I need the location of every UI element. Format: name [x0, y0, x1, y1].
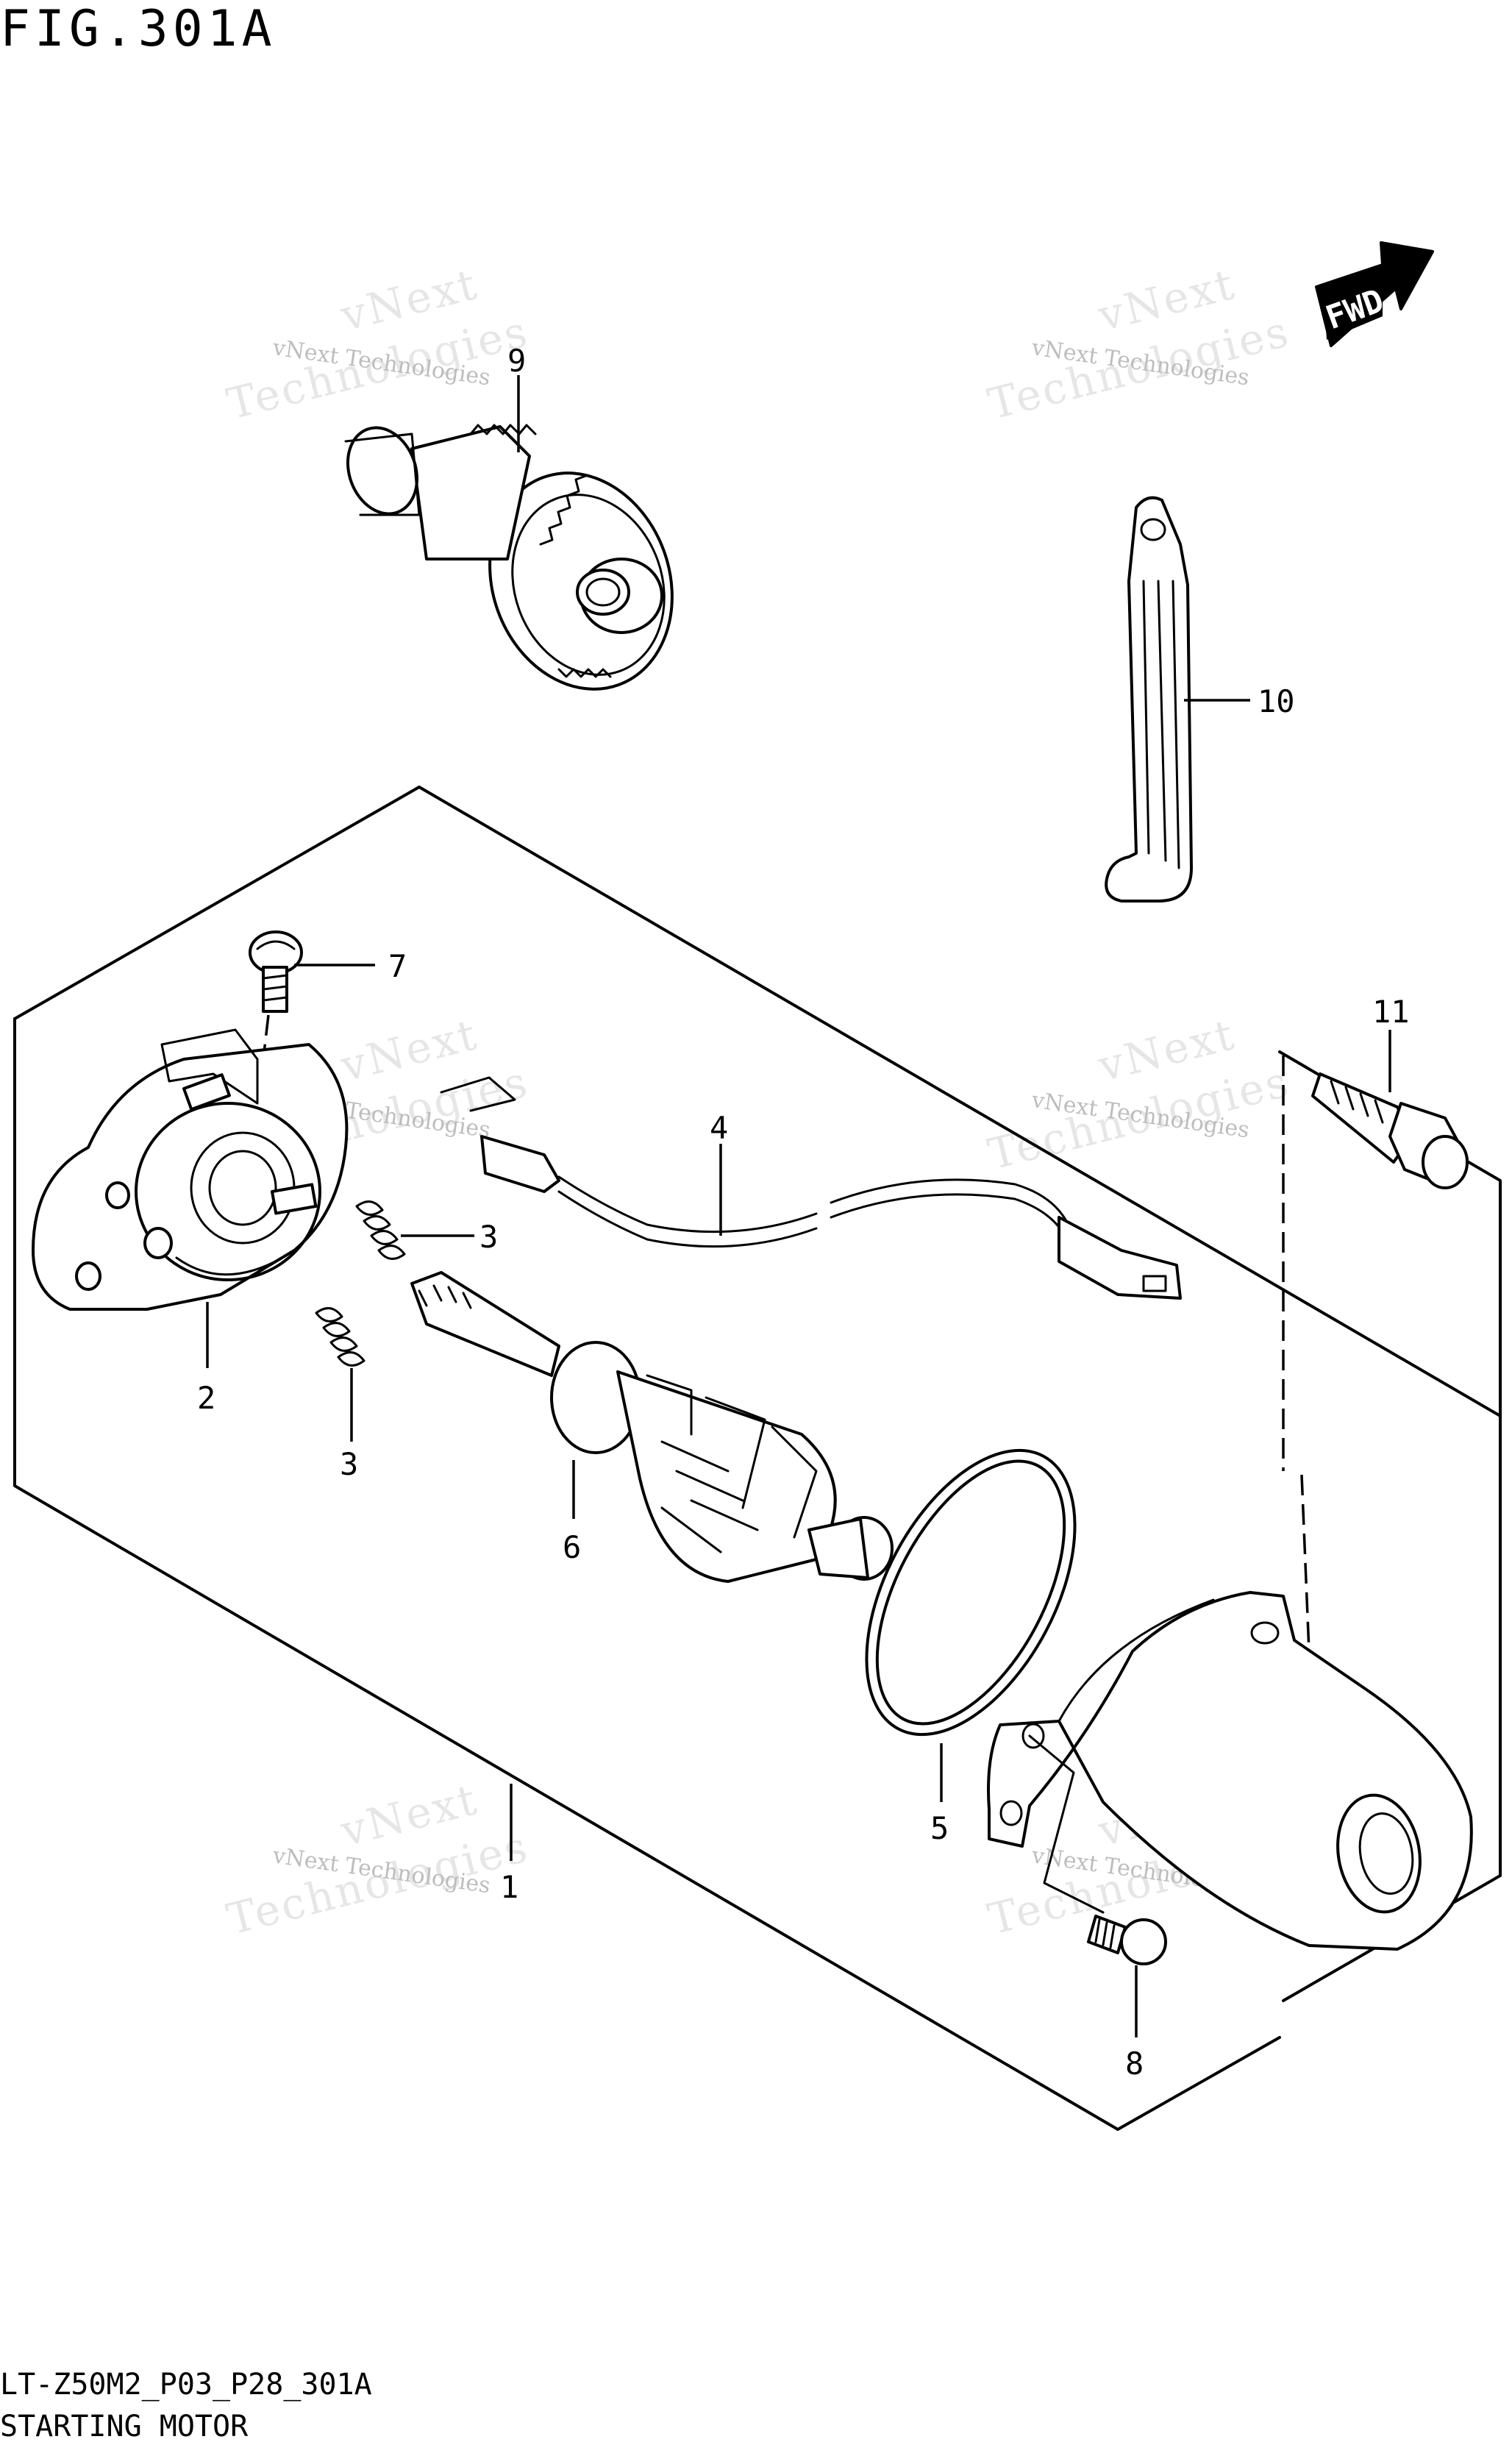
holder-part: [1105, 496, 1193, 903]
watermark-top-right: Technologies vNext vNext Technologies: [983, 259, 1295, 430]
callout-3-upper: 3: [479, 1219, 498, 1255]
figure-title: FIG.301A: [0, 0, 277, 58]
callout-9: 9: [507, 343, 526, 379]
callout-2: 2: [197, 1380, 215, 1416]
assembly-outline: [13, 786, 1502, 1417]
lead-wire-part: [440, 1076, 1182, 1300]
armature-part: [410, 1271, 894, 1583]
spring-part-upper: [355, 1200, 406, 1260]
screw-small-part: [249, 930, 303, 1013]
callout-8: 8: [1125, 2046, 1144, 2082]
spring-part-lower: [315, 1307, 365, 1367]
bolt-long-part: [1311, 1072, 1469, 1189]
watermark-mid-right: Technologies vNext vNext Technologies: [983, 1009, 1295, 1180]
model-code: LT-Z50M2_P03_P28_301A: [0, 2368, 372, 2402]
callout-10: 10: [1258, 683, 1295, 719]
callout-6: 6: [563, 1529, 581, 1565]
screw-lower-part: [1087, 1915, 1167, 1965]
starter-clutch-part: [344, 424, 674, 691]
callout-1: 1: [500, 1869, 518, 1905]
callout-7: 7: [388, 948, 407, 984]
callout-5: 5: [930, 1810, 949, 1846]
callout-11: 11: [1372, 994, 1410, 1030]
brush-holder-part: [32, 1028, 349, 1311]
diagram-caption: STARTING MOTOR: [0, 2410, 249, 2442]
motor-housing-part: [987, 1591, 1473, 1951]
o-ring-part: [865, 1448, 1077, 1737]
fwd-arrow-icon: FWD: [1315, 241, 1434, 347]
watermark-top-left: Technologies vNext vNext Technologies: [222, 259, 534, 430]
watermark-bottom-left: Technologies vNext vNext Technologies: [222, 1774, 534, 1945]
callout-3-lower: 3: [340, 1446, 358, 1482]
callout-4: 4: [710, 1110, 728, 1146]
